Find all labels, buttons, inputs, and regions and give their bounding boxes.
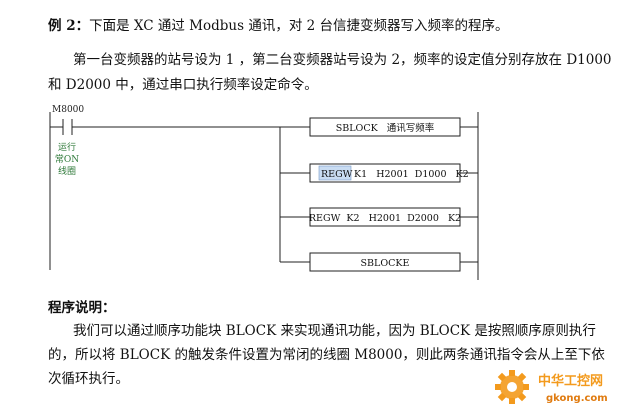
explain-line-1: 我们可以通过顺序功能块 BLOCK 来实现通讯功能，因为 BLOCK 是按照顺序… <box>73 323 596 339</box>
contact-note-2: 常ON <box>55 153 79 165</box>
example-heading-text: 下面是 XC 通过 Modbus 通讯，对 2 台信捷变频器写入频率的程序。 <box>89 18 509 34</box>
explain-title: 程序说明： <box>48 300 116 316</box>
instruction-box-regw-2 <box>309 207 461 227</box>
gkong-watermark-logo: 中华工控网 gkong.com <box>495 370 608 404</box>
watermark-cn: 中华工控网 <box>538 373 603 389</box>
instruction-box-sblock <box>309 117 461 137</box>
instruction-regw-1: K1 H2001 D1000 K2 <box>354 169 469 180</box>
contact-note-3: 线圈 <box>58 165 76 177</box>
intro-line-1: 第一台变频器的站号设为 1 ，第二台变频器站号设为 2，频率的设定值分别存放在 … <box>73 52 612 68</box>
gear-icon <box>495 370 529 404</box>
intro-line-2: 和 D2000 中，通过串口执行频率设定命令。 <box>48 77 318 93</box>
instruction-box-regw-1 <box>309 163 461 183</box>
instruction-sblock: SBLOCK 通讯写频率 <box>336 122 435 134</box>
contact-note-1: 运行 <box>58 141 76 153</box>
contact-m8000 <box>62 119 73 135</box>
instruction-box-sblocke <box>309 252 461 272</box>
selection-highlight <box>318 165 352 181</box>
contact-label: M8000 <box>52 105 84 115</box>
instruction-regw-1-highlight: REGW <box>321 169 353 180</box>
example-label: 例 2： <box>48 18 90 34</box>
instruction-regw-2: REGW K2 H2001 D2000 K2 <box>309 213 461 224</box>
instruction-sblocke: SBLOCKE <box>361 258 410 269</box>
explain-line-2: 的，所以将 BLOCK 的触发条件设置为常闭的线圈 M8000，则此两条通讯指令… <box>48 347 605 363</box>
example-heading: 例 2：下面是 XC 通过 Modbus 通讯，对 2 台信捷变频器写入频率的程… <box>48 14 509 39</box>
explain-line-3: 次循环执行。 <box>48 371 129 387</box>
watermark-url: gkong.com <box>546 393 608 404</box>
